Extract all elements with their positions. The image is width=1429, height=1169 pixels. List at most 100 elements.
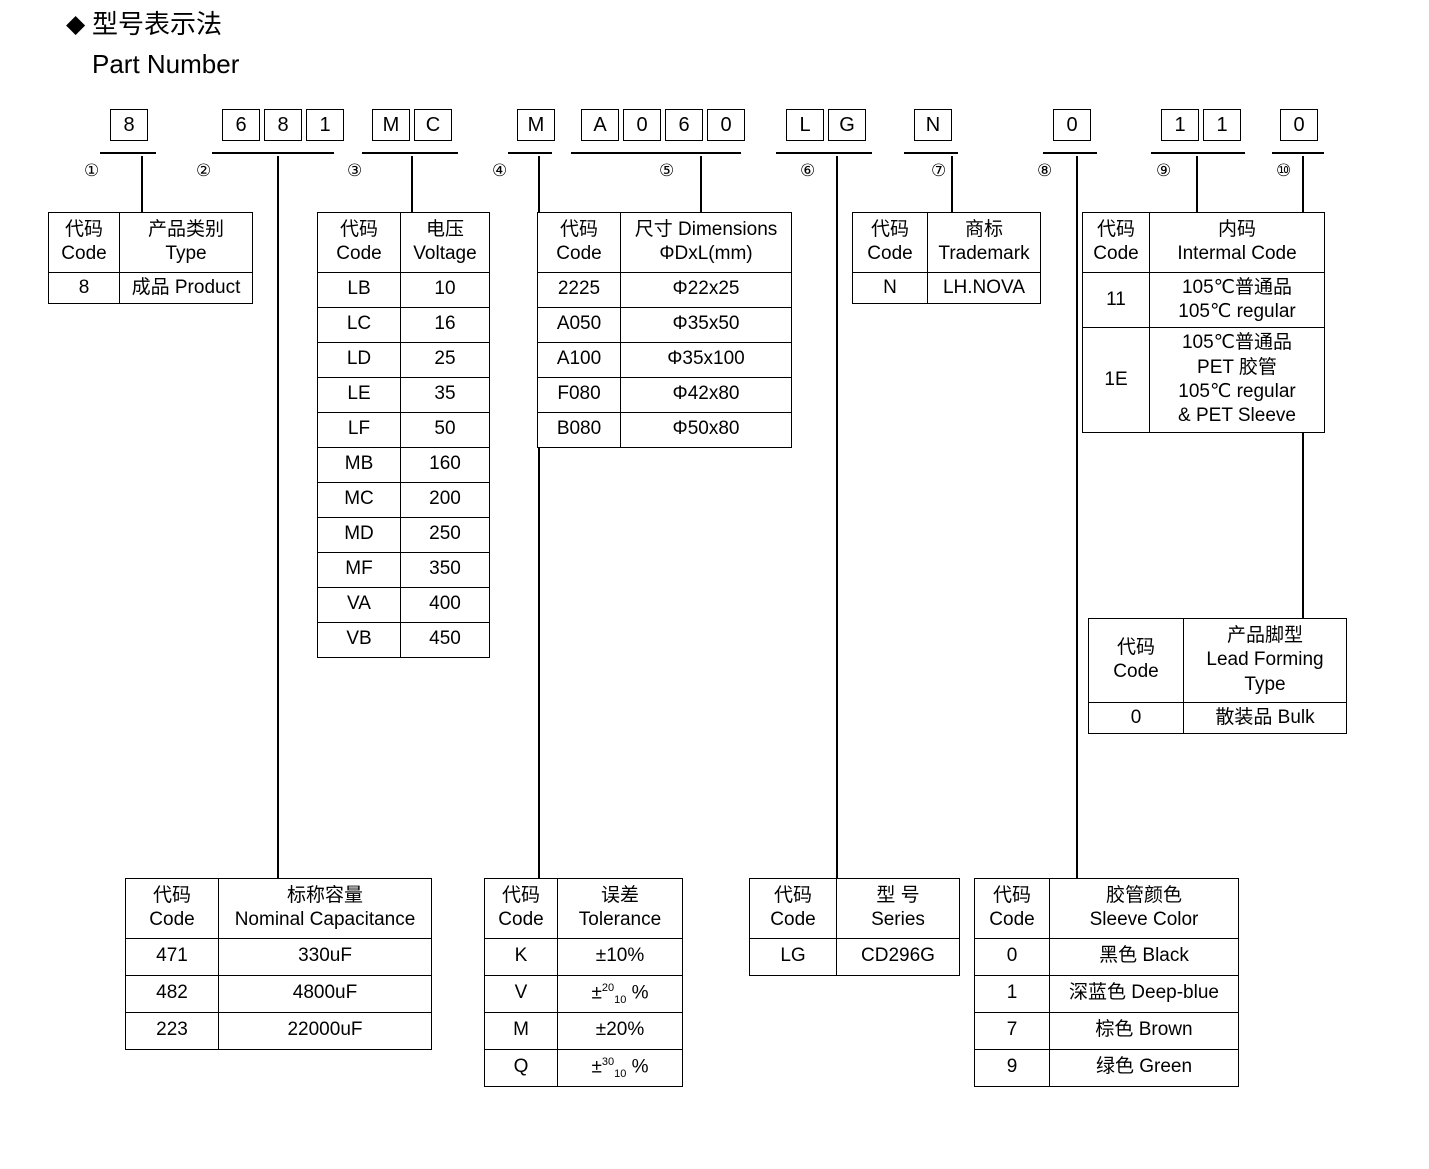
row-value-cell: CD296G — [836, 937, 960, 976]
header-value-cn: 电压 — [425, 219, 464, 240]
header-code-en: Code — [1093, 243, 1139, 265]
header-code-cn: 代码 — [559, 219, 598, 240]
row-code-cell: 0 — [1088, 701, 1184, 735]
group-index-marker: ⑨ — [1156, 161, 1172, 180]
row-code-cell: B080 — [537, 411, 621, 448]
row-value-cell: 350 — [400, 551, 490, 588]
header-code-cell: 代码 Code — [317, 212, 401, 273]
header-code-cn: 代码 — [870, 219, 909, 240]
row-code-cell: VA — [317, 586, 401, 623]
header-code-cell: 代码 Code — [852, 212, 928, 273]
part-number-char-box: M — [372, 109, 410, 141]
part-number-char-box: 6 — [222, 109, 260, 141]
header-code-cn: 代码 — [992, 885, 1031, 906]
row-value-cell: 160 — [400, 446, 490, 483]
group-underline — [212, 152, 334, 154]
header-code-cn: 代码 — [1096, 219, 1135, 240]
group-connector-line — [538, 156, 540, 880]
header-code-en: Code — [556, 243, 602, 265]
row-code-cell: LD — [317, 341, 401, 378]
group-connector-line — [700, 156, 702, 212]
row-code-cell: LG — [749, 937, 837, 976]
row-value-cell: ±3010 % — [557, 1048, 683, 1087]
row-code-cell: 223 — [125, 1011, 219, 1050]
header-value-en: Type — [165, 243, 207, 265]
row-code-cell: 7 — [974, 1011, 1050, 1050]
header-code-en: Code — [336, 243, 382, 265]
header-code-cell: 代码 Code — [1082, 212, 1150, 273]
header-code-cn: 代码 — [64, 219, 103, 240]
part-number-char-box: N — [914, 109, 952, 141]
header-code-cell: 代码 Code — [537, 212, 621, 273]
row-code-cell: 1E — [1082, 327, 1150, 433]
header-code-cn: 代码 — [1116, 637, 1155, 659]
group-connector-line — [951, 156, 953, 212]
group-index-marker: ⑤ — [659, 161, 675, 180]
row-value-cell: 10 — [400, 271, 490, 308]
header-code-en: Code — [498, 909, 544, 931]
part-number-char-box: 1 — [1161, 109, 1199, 141]
group-connector-line — [277, 156, 279, 880]
header-code-en: Code — [867, 243, 913, 265]
header-code-cn: 代码 — [152, 885, 191, 906]
row-value-cell: 50 — [400, 411, 490, 448]
row-value-line: 105℃ regular — [1178, 380, 1296, 402]
header-value-cn: 产品类别 — [147, 219, 224, 240]
row-value-cell: 25 — [400, 341, 490, 378]
row-value-cell: LH.NOVA — [927, 271, 1041, 304]
row-code-cell: 471 — [125, 937, 219, 976]
header-value-en: Nominal Capacitance — [234, 909, 416, 931]
header-value-en: ΦDxL(mm) — [659, 243, 753, 265]
header-value-en2: Type — [1244, 673, 1286, 695]
row-code-cell: 482 — [125, 974, 219, 1013]
row-code-cell: VB — [317, 621, 401, 658]
row-code-cell: 1 — [974, 974, 1050, 1013]
row-code-cell: LB — [317, 271, 401, 308]
group-underline — [571, 152, 741, 154]
row-code-cell: MD — [317, 516, 401, 553]
header-value-en: Lead Forming — [1206, 649, 1324, 671]
row-value-cell: 散装品 Bulk — [1183, 701, 1347, 735]
row-value-cell: Φ35x100 — [620, 341, 792, 378]
row-value-cell: Φ50x80 — [620, 411, 792, 448]
row-value-cell: ±20% — [557, 1011, 683, 1050]
group-underline — [100, 152, 156, 154]
header-code-cn: 代码 — [339, 219, 378, 240]
row-value-cell: ±2010 % — [557, 974, 683, 1013]
group-connector-line — [141, 156, 143, 212]
row-code-cell: A050 — [537, 306, 621, 343]
part-number-char-box: L — [786, 109, 824, 141]
row-value-cell: 200 — [400, 481, 490, 518]
part-number-char-box: 1 — [306, 109, 344, 141]
table-row: Q±3010 % — [484, 1048, 683, 1087]
group-index-marker: ② — [196, 161, 212, 180]
